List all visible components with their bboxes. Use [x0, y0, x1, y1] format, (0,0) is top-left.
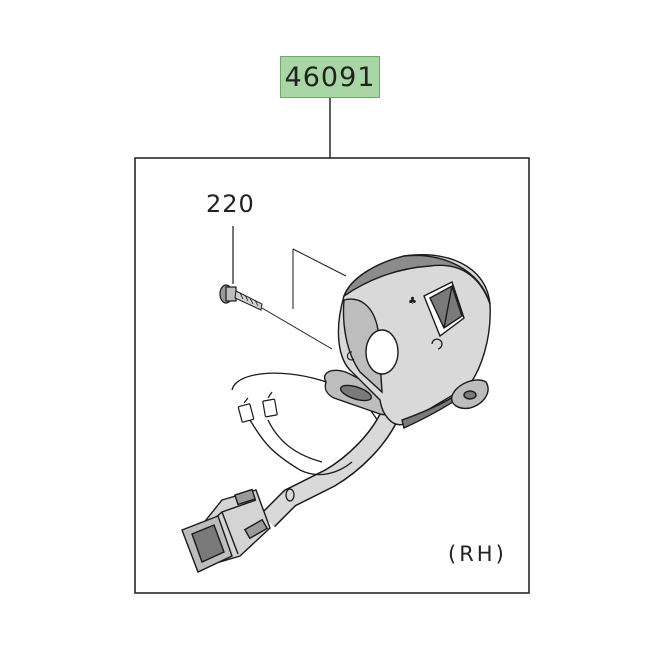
wire-terminals	[237, 391, 278, 423]
switch-housing: ♣	[323, 253, 491, 429]
svg-text:♣: ♣	[408, 296, 417, 307]
wire-harness	[231, 372, 402, 528]
bolt-220	[219, 284, 263, 311]
assembly-frame	[134, 157, 530, 594]
bolt-part-number-label[interactable]: 220	[206, 190, 255, 218]
alignment-lines	[261, 248, 347, 350]
side-note-label: (RH)	[448, 542, 507, 566]
part-number-label[interactable]: 46091	[280, 56, 380, 98]
coupler-connector	[181, 488, 271, 573]
